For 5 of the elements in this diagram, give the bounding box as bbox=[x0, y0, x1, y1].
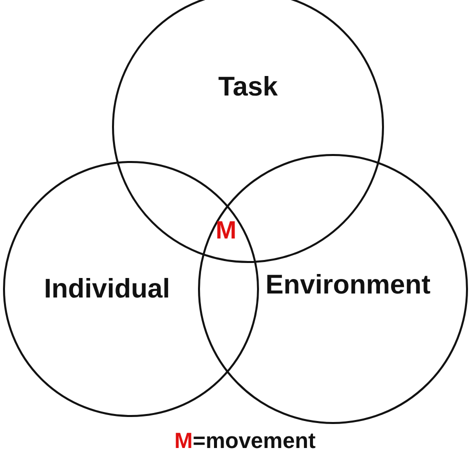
set-label: Environment bbox=[265, 270, 431, 300]
intersection-label: M bbox=[216, 216, 236, 246]
set-label: Individual bbox=[44, 274, 170, 304]
set-label: Task bbox=[218, 72, 278, 102]
key-note: M=movement bbox=[174, 428, 316, 454]
